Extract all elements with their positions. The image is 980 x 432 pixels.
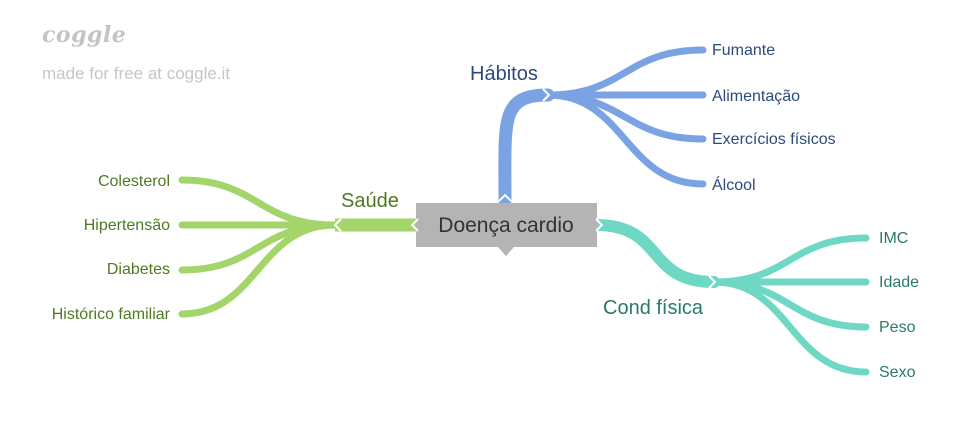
connector-central-habitos xyxy=(498,88,555,207)
connector-habitos-alcool xyxy=(544,91,707,188)
connector-habitos-fumante xyxy=(544,46,707,99)
leaf-fumante[interactable]: Fumante xyxy=(712,42,775,59)
branch-cond-fisica: Cond física IMC Idade Peso Sexo xyxy=(590,219,919,381)
coggle-logo: coggle xyxy=(42,22,127,48)
junction-chevron-habitos xyxy=(542,88,551,102)
junction-chevron-cond xyxy=(708,275,717,289)
connector-saude-historico xyxy=(178,221,339,318)
leaf-alimentacao[interactable]: Alimentação xyxy=(712,88,800,105)
leaf-alcool[interactable]: Álcool xyxy=(712,175,756,194)
branch-label-cond-fisica[interactable]: Cond física xyxy=(603,297,704,319)
central-node-pointer xyxy=(498,247,514,256)
connector-saude-diabetes xyxy=(178,221,339,274)
branch-label-saude[interactable]: Saúde xyxy=(341,190,399,212)
branch-label-habitos[interactable]: Hábitos xyxy=(470,63,538,85)
leaf-idade[interactable]: Idade xyxy=(879,274,919,291)
leaf-exercicios-fisicos[interactable]: Exercícios físicos xyxy=(712,131,836,148)
central-node-label: Doença cardio xyxy=(438,214,573,237)
connector-saude-colesterol xyxy=(178,176,339,229)
leaf-sexo[interactable]: Sexo xyxy=(879,364,916,381)
leaf-colesterol[interactable]: Colesterol xyxy=(98,173,170,190)
leaf-imc[interactable]: IMC xyxy=(879,230,908,247)
leaf-diabetes[interactable]: Diabetes xyxy=(107,261,170,278)
branch-habitos: Hábitos Fumante Alimentação Exercícios f… xyxy=(470,42,836,207)
connector-cond-imc xyxy=(710,234,870,286)
connector-central-cond xyxy=(590,219,720,288)
junction-chevron-saude xyxy=(333,218,342,232)
central-chevron-right xyxy=(595,218,604,232)
central-node-box xyxy=(416,203,597,247)
leaf-historico-familiar[interactable]: Histórico familiar xyxy=(52,306,171,323)
central-chevron-left xyxy=(410,218,419,232)
leaf-peso[interactable]: Peso xyxy=(879,319,916,336)
watermark-tagline: made for free at coggle.it xyxy=(42,64,231,83)
central-node[interactable]: Doença cardio xyxy=(410,193,604,256)
branch-saude: Saúde Colesterol Hipertensão Diabetes Hi… xyxy=(52,173,418,323)
central-chevron-top xyxy=(498,193,512,202)
connector-cond-sexo xyxy=(710,278,870,376)
leaf-hipertensao[interactable]: Hipertensão xyxy=(84,217,170,234)
